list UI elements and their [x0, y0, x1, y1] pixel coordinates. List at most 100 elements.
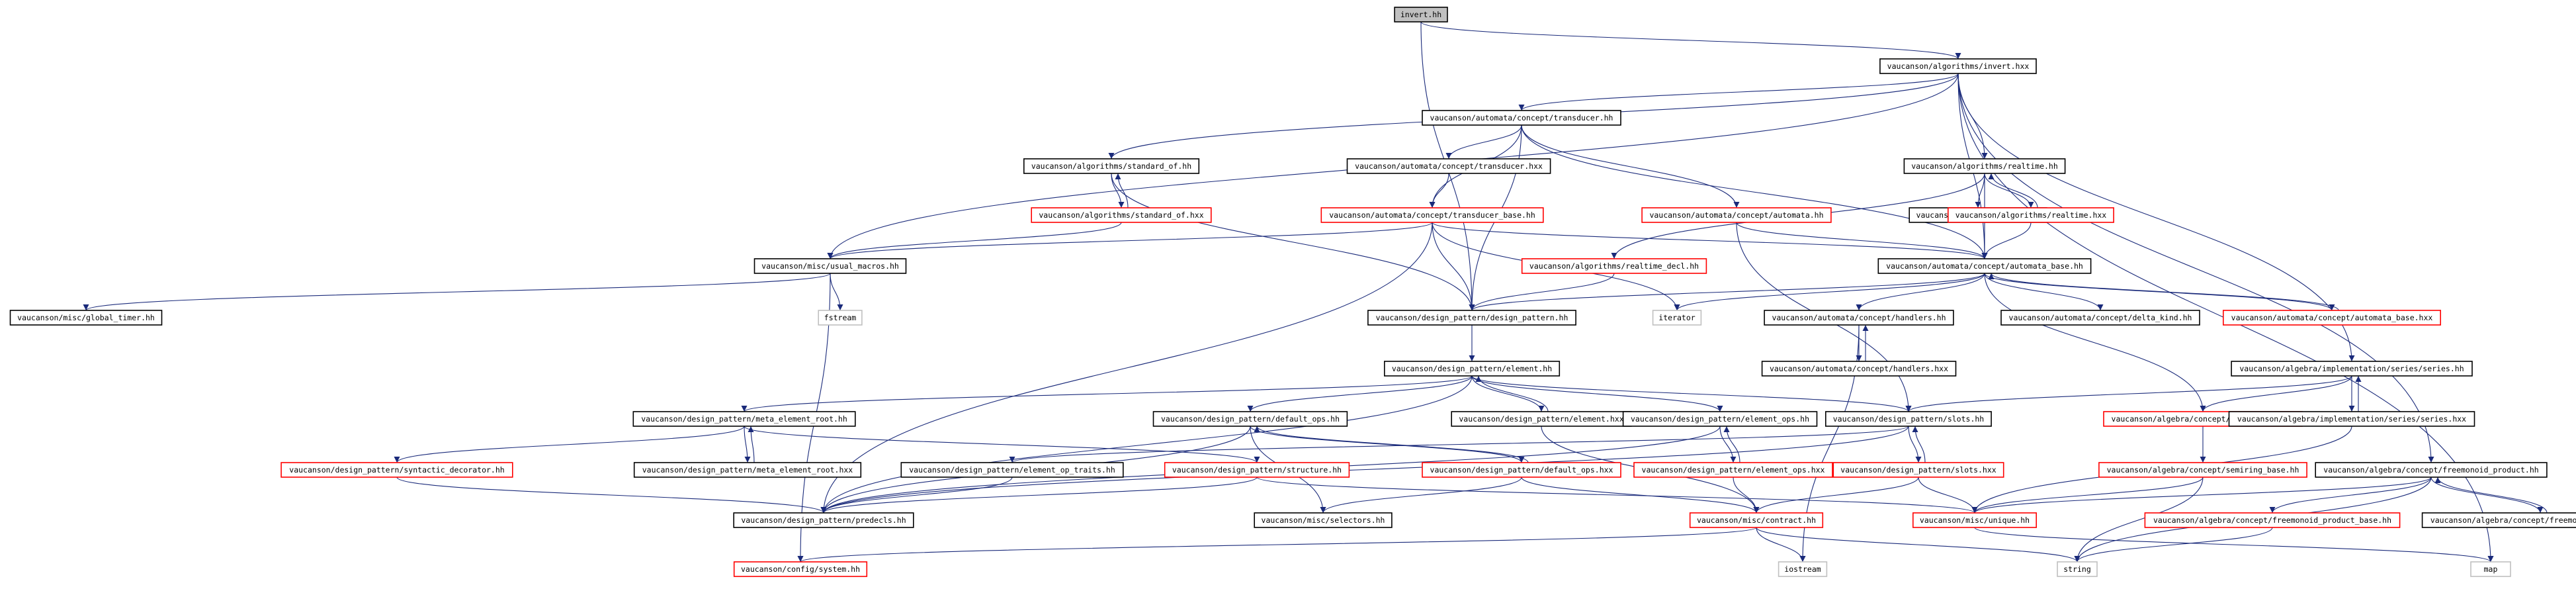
node-vaucanson-automata-concept-transducer-hxx[interactable]: vaucanson/automata/concept/transducer.hx…: [1346, 158, 1551, 174]
edge-n23-n29: [1471, 375, 1912, 412]
node-label: vaucanson/algorithms/realtime.hxx: [1955, 210, 2107, 220]
dependency-edge: [1432, 222, 1988, 259]
dependency-edge: [1250, 426, 1525, 463]
edge-n7-n12: [827, 222, 1122, 259]
dependency-edge: [1115, 173, 1129, 208]
node-map: map: [2470, 561, 2511, 577]
node-vaucanson-algebra-concept-freemonoid-product-hh[interactable]: vaucanson/algebra/concept/freemonoid_pro…: [2315, 462, 2548, 478]
node-vaucanson-design-pattern-meta-element-root-hh[interactable]: vaucanson/design_pattern/meta_element_ro…: [632, 411, 856, 427]
node-box: [1367, 310, 1576, 326]
node-vaucanson-misc-contract-hh[interactable]: vaucanson/misc/contract.hh: [1689, 512, 1824, 528]
dependency-edge: [1723, 426, 1740, 463]
node-vaucanson-automata-concept-handlers-hxx[interactable]: vaucanson/automata/concept/handlers.hxx: [1761, 361, 1957, 377]
node-vaucanson-algebra-concept-freemonoid-product-base-hh[interactable]: vaucanson/algebra/concept/freemonoid_pro…: [2144, 512, 2401, 528]
node-vaucanson-algorithms-standard-of-hxx[interactable]: vaucanson/algorithms/standard_of.hxx: [1031, 207, 1212, 223]
edge-n11-n6: [1988, 173, 2038, 208]
node-vaucanson-algebra-concept-freemonoid-product-hxx[interactable]: vaucanson/algebra/concept/freemonoid_pro…: [2421, 512, 2576, 528]
node-box: [1764, 310, 1954, 326]
edge-n8-n41: [820, 222, 1433, 514]
dependency-edge: [1753, 476, 1919, 514]
dependency-edge: [827, 222, 1122, 259]
node-vaucanson-automata-concept-automata-hh[interactable]: vaucanson/automata/concept/automata.hh: [1641, 207, 1832, 223]
node-vaucanson-automata-concept-automata-base-hh[interactable]: vaucanson/automata/concept/automata_base…: [1877, 258, 2092, 274]
edge-n14-n19: [1856, 273, 1985, 311]
node-label: vaucanson/design_pattern/default_ops.hxx: [1430, 465, 1613, 475]
node-iostream: iostream: [1778, 561, 1828, 577]
node-vaucanson-design-pattern-predecls-hh[interactable]: vaucanson/design_pattern/predecls.hh: [733, 512, 914, 528]
node-vaucanson-algebra-implementation-series-series-hxx[interactable]: vaucanson/algebra/implementation/series/…: [2228, 411, 2475, 427]
node-label: vaucanson/design_pattern/syntactic_decor…: [289, 465, 504, 475]
node-vaucanson-misc-selectors-hh[interactable]: vaucanson/misc/selectors.hh: [1254, 512, 1393, 528]
node-vaucanson-algebra-concept-semiring-base-hh[interactable]: vaucanson/algebra/concept/semiring_base.…: [2098, 462, 2307, 478]
node-vaucanson-automata-concept-transducer-base-hh[interactable]: vaucanson/automata/concept/transducer_ba…: [1320, 207, 1544, 223]
edge-n14-n30: [1984, 273, 2206, 412]
node-box: [2144, 512, 2401, 528]
node-vaucanson-config-system-hh[interactable]: vaucanson/config/system.hh: [733, 561, 868, 577]
node-vaucanson-automata-concept-transducer-hh[interactable]: vaucanson/automata/concept/transducer.hh: [1422, 110, 1621, 126]
edge-n44-n50: [1974, 527, 2494, 563]
node-string: string: [2057, 561, 2098, 577]
node-vaucanson-design-pattern-element-ops-hh[interactable]: vaucanson/design_pattern/element_ops.hh: [1622, 411, 1818, 427]
node-vaucanson-design-pattern-default-ops-hh[interactable]: vaucanson/design_pattern/default_ops.hh: [1152, 411, 1348, 427]
node-box: [1877, 258, 2092, 274]
node-label: vaucanson/config/system.hh: [741, 565, 860, 574]
node-label: vaucanson/automata/concept/automata.hh: [1649, 210, 1823, 220]
node-label: fstream: [824, 313, 857, 322]
edge-n24-n30: [2200, 375, 2352, 412]
node-vaucanson-design-pattern-element-ops-hxx[interactable]: vaucanson/design_pattern/element_ops.hxx: [1633, 462, 1833, 478]
node-vaucanson-misc-unique-hh[interactable]: vaucanson/misc/unique.hh: [1912, 512, 2038, 528]
edge-n36-n42: [1320, 476, 1522, 514]
node-vaucanson-design-pattern-design-pattern-hh[interactable]: vaucanson/design_pattern/design_pattern.…: [1367, 310, 1576, 326]
edge-n36-n43: [1521, 476, 1760, 514]
node-box: [1346, 158, 1551, 174]
node-vaucanson-design-pattern-slots-hxx[interactable]: vaucanson/design_pattern/slots.hxx: [1832, 462, 2004, 478]
node-label: vaucanson/algebra/concept/freemonoid_pro…: [2430, 516, 2576, 525]
node-vaucanson-algorithms-realtime-hh[interactable]: vaucanson/algorithms/realtime.hh: [1903, 158, 2066, 174]
node-box: [818, 310, 863, 326]
dependency-edge: [2434, 476, 2548, 514]
node-vaucanson-design-pattern-slots-hh[interactable]: vaucanson/design_pattern/slots.hh: [1825, 411, 1992, 427]
node-vaucanson-algorithms-invert-hxx[interactable]: vaucanson/algorithms/invert.hxx: [1879, 58, 2037, 74]
node-vaucanson-design-pattern-syntactic-decorator-hh[interactable]: vaucanson/design_pattern/syntactic_decor…: [280, 462, 513, 478]
node-vaucanson-automata-concept-automata-base-hxx[interactable]: vaucanson/automata/concept/automata_base…: [2223, 310, 2442, 326]
dependency-edge: [1009, 426, 1909, 463]
node-label: vaucanson/misc/usual_macros.hh: [761, 261, 899, 271]
dependency-edge: [1420, 21, 1961, 60]
node-box: [2228, 411, 2475, 427]
node-vaucanson-design-pattern-meta-element-root-hxx[interactable]: vaucanson/design_pattern/meta_element_ro…: [633, 462, 862, 478]
node-vaucanson-automata-concept-delta-kind-hh[interactable]: vaucanson/automata/concept/delta_kind.hh: [2000, 310, 2200, 326]
node-vaucanson-misc-global-timer-hh[interactable]: vaucanson/misc/global_timer.hh: [9, 310, 163, 326]
edge-n3-n5: [1445, 124, 1522, 159]
node-label: vaucanson/automata/concept/delta_kind.hh: [2009, 313, 2192, 322]
node-box: [2223, 310, 2442, 326]
node-box: [1164, 462, 1350, 478]
node-vaucanson-misc-usual-macros-hh[interactable]: vaucanson/misc/usual_macros.hh: [753, 258, 907, 274]
node-box: [733, 561, 868, 577]
edge-n28-n37: [1719, 426, 1737, 463]
dependency-edge: [1971, 476, 2432, 514]
node-box: [1832, 462, 2004, 478]
dependency-edge: [1518, 73, 1959, 111]
node-vaucanson-algorithms-standard-of-hh[interactable]: vaucanson/algorithms/standard_of.hh: [1023, 158, 1200, 174]
edge-n23-n41: [820, 375, 1473, 514]
edge-n8-n12: [827, 222, 1433, 259]
node-vaucanson-design-pattern-element-op-traits-hh[interactable]: vaucanson/design_pattern/element_op_trai…: [900, 462, 1124, 478]
node-box: [2098, 462, 2307, 478]
edge-n23-n25: [741, 375, 1473, 412]
dependency-edge: [1984, 273, 2104, 311]
node-vaucanson-design-pattern-default-ops-hxx[interactable]: vaucanson/design_pattern/default_ops.hxx: [1422, 462, 1621, 478]
node-box: [2231, 361, 2473, 377]
node-vaucanson-algebra-implementation-series-series-hh[interactable]: vaucanson/algebra/implementation/series/…: [2231, 361, 2473, 377]
dependency-edge: [1905, 375, 2352, 412]
node-vaucanson-algorithms-realtime-decl-hh[interactable]: vaucanson/algorithms/realtime_decl.hh: [1521, 258, 1707, 274]
node-vaucanson-design-pattern-element-hh[interactable]: vaucanson/design_pattern/element.hh: [1384, 361, 1561, 377]
node-invert-hh[interactable]: invert.hh: [1394, 7, 1448, 23]
node-vaucanson-design-pattern-structure-hh[interactable]: vaucanson/design_pattern/structure.hh: [1164, 462, 1350, 478]
nodes-layer: invert.hh vaucanson/algorithms/invert.hxx…: [9, 7, 2576, 577]
dependency-edge: [2074, 476, 2204, 563]
dependency-edge: [820, 375, 1473, 514]
node-vaucanson-automata-concept-handlers-hh[interactable]: vaucanson/automata/concept/handlers.hh: [1764, 310, 1954, 326]
node-vaucanson-algorithms-realtime-hxx[interactable]: vaucanson/algorithms/realtime.hxx: [1948, 207, 2114, 223]
node-box: [1254, 512, 1393, 528]
node-vaucanson-design-pattern-element-hxx[interactable]: vaucanson/design_pattern/element.hxx: [1451, 411, 1632, 427]
